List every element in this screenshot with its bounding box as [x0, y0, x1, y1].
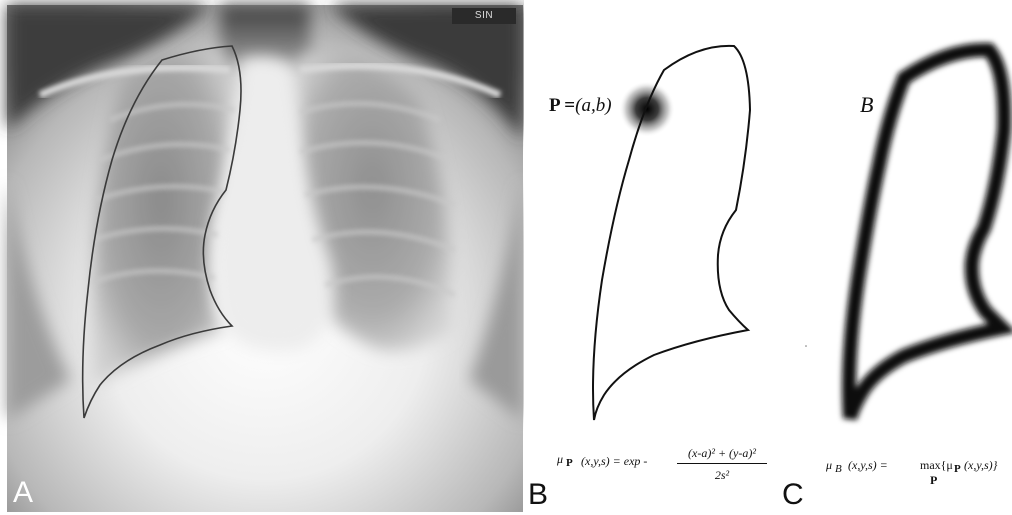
formula-args: (x,y,s) = exp - [581, 454, 647, 469]
mu-symbol: μ [557, 452, 563, 467]
panel-letter-c: C [782, 480, 804, 510]
set-label: B [860, 92, 873, 118]
fraction-denominator: 2s² [677, 468, 767, 483]
panel-b: P =(a,b) μ P (x,y,s) = exp - (x-a)² + (y… [524, 0, 774, 515]
max-operator: max{μ [920, 458, 953, 473]
point-label-coords: (a,b) [575, 95, 611, 116]
blurred-contour-diagram [774, 0, 1012, 515]
fraction: (x-a)² + (y-a)² 2s² [677, 446, 767, 486]
contour-diagram [524, 0, 774, 515]
xray-image [0, 0, 524, 515]
fraction-bar [677, 463, 767, 464]
orientation-tag: SIN [452, 8, 516, 24]
max-under: P [930, 473, 937, 488]
speck [805, 345, 807, 347]
mu-subscript: B [835, 463, 842, 475]
panel-c: B μ B (x,y,s) = max{μ P (x,y,s)} P C [774, 0, 1012, 515]
panel-letter-a: A [13, 478, 33, 508]
mu-symbol: μ [826, 458, 832, 473]
max-args: (x,y,s)} [964, 458, 997, 473]
point-label-bold: P = [549, 95, 575, 116]
max-subscript: P [954, 463, 961, 475]
mu-subscript: P [566, 457, 573, 469]
formula-args: (x,y,s) = [848, 458, 888, 473]
panel-letter-b: B [528, 480, 548, 510]
gaussian-point [619, 81, 675, 137]
point-label: P =(a,b) [549, 95, 612, 117]
fraction-numerator: (x-a)² + (y-a)² [677, 446, 767, 461]
panel-a: SIN A [0, 0, 524, 515]
